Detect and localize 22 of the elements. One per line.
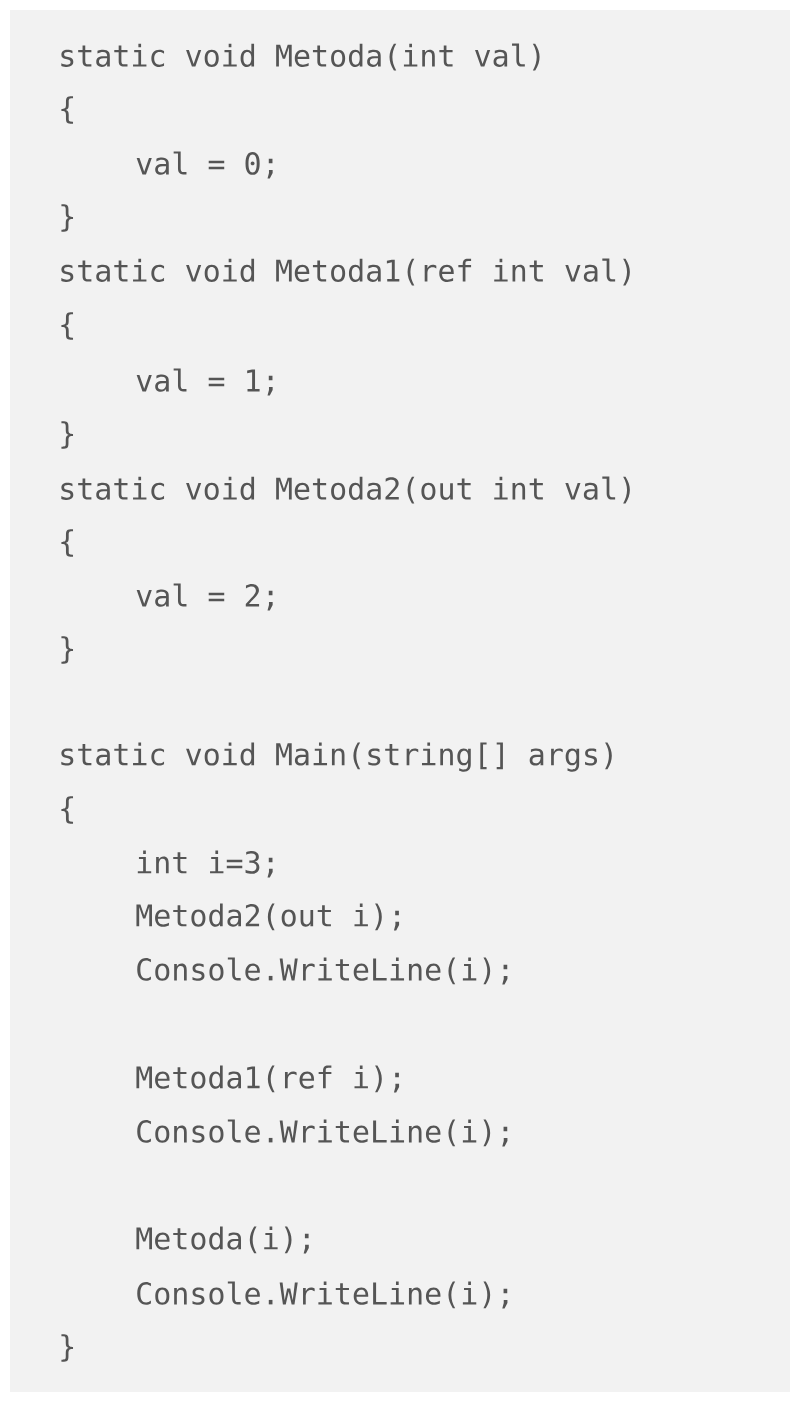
code-line: Metoda1(ref i); (136, 1065, 400, 1093)
code-line: static void Metoda1(ref int val) (61, 258, 630, 286)
code-line: } (61, 204, 73, 232)
code-line: int i=3; (137, 850, 273, 878)
code-line: { (61, 96, 73, 124)
code-line: } (61, 1334, 73, 1362)
code-line: val = 2; (136, 583, 273, 611)
code-line: { (61, 312, 73, 340)
code-line: Metoda(i); (136, 1226, 309, 1254)
code-line: Console.WriteLine(i); (137, 1119, 508, 1147)
code-line: val = 0; (136, 151, 273, 179)
code-line: Console.WriteLine(i); (137, 1281, 508, 1309)
code-line: } (61, 421, 73, 449)
code-line: static void Metoda2(out int val) (61, 476, 630, 504)
code-line: static void Main(string[] args) (61, 742, 612, 772)
code-line: Metoda2(out i); (136, 903, 400, 931)
code-line: val = 1; (136, 368, 273, 396)
code-line: static void Metoda(int val) (61, 43, 540, 71)
code-line: } (61, 636, 73, 664)
code-line: Console.WriteLine(i); (137, 957, 508, 985)
code-line: { (61, 796, 73, 824)
code-line: { (61, 529, 73, 557)
